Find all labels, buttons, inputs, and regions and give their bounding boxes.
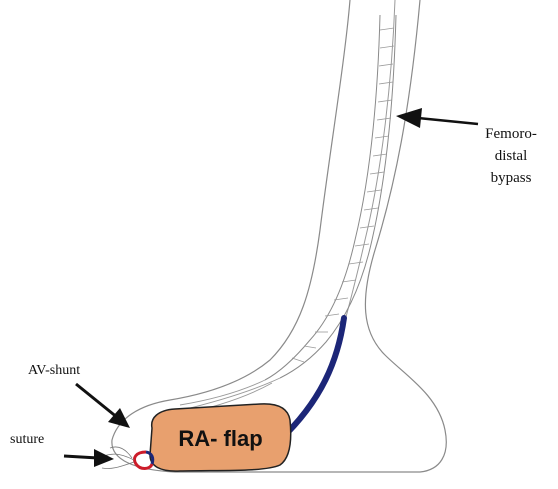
ra-flap-label: RA- flap: [148, 424, 293, 454]
av-shunt-label: AV-shunt: [28, 362, 80, 380]
bypass-label-line1: Femoro-: [468, 123, 554, 145]
bypass-graft-left: [265, 15, 380, 380]
leg-outline: [112, 0, 446, 472]
bypass-label: Femoro- distal bypass: [468, 123, 554, 189]
shin-contour: [340, 0, 395, 340]
suture-label: suture: [10, 431, 44, 449]
av-shunt-loop: [134, 452, 152, 469]
bypass-graft-right: [280, 15, 396, 378]
arrow-bypass: [396, 108, 478, 128]
bypass-graft-ribs: [292, 28, 394, 362]
arrow-av-shunt: [76, 384, 130, 428]
arrow-suture: [64, 449, 114, 467]
bypass-label-line3: bypass: [468, 167, 554, 189]
bypass-label-line2: distal: [468, 145, 554, 167]
